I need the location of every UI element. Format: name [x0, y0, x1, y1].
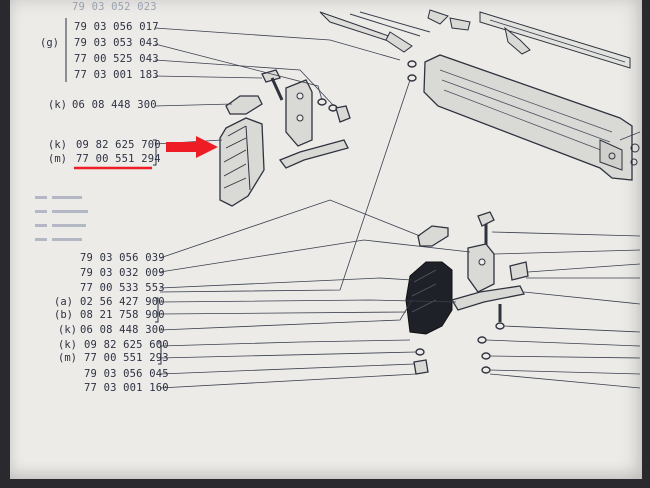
part-number: 79 03 056 039 [80, 252, 165, 264]
part-prefix: (b) [54, 309, 73, 321]
red-arrow-icon [166, 136, 218, 158]
upper-label: (k) 06 08 448 300 [48, 99, 157, 111]
upper-bolt-stack [261, 60, 417, 169]
part-number: 06 08 448 300 [80, 324, 165, 336]
part-number: 09 82 625 600 [84, 339, 169, 351]
part-number-cut: 79 03 052 023 [72, 1, 157, 13]
part-number: 79 03 053 043 [74, 37, 159, 49]
part-prefix: (a) [54, 296, 73, 308]
catalog-page [10, 0, 642, 479]
part-prefix: (m) [48, 153, 67, 165]
part-prefix: (k) [58, 339, 77, 351]
part-number: 77 03 001 183 [74, 69, 159, 81]
part-number: 09 82 625 700 [76, 139, 161, 151]
part-number: 08 21 758 900 [80, 309, 165, 321]
part-number: 77 00 533 553 [80, 282, 165, 294]
leader-lines [154, 27, 641, 389]
faint-background-marks [35, 196, 88, 241]
part-prefix: (m) [58, 352, 77, 364]
part-prefix: (g) [40, 37, 59, 49]
part-prefix: (k) [48, 99, 67, 111]
lower-overrider-assembly [405, 211, 529, 375]
part-number: 79 03 056 045 [84, 368, 169, 380]
upper-overrider-rubber [219, 95, 265, 207]
part-prefix: (k) [58, 324, 77, 336]
bumper-beam [423, 54, 640, 181]
part-number: 79 03 032 009 [80, 267, 165, 279]
top-part-numbers: 79 03 052 023 (g) 79 03 056 017 79 03 05… [40, 1, 159, 82]
part-number: 77 00 551 293 [84, 352, 169, 364]
rear-frame-rails [319, 9, 631, 69]
lower-part-numbers: 79 03 056 039 79 03 032 009 77 00 533 55… [54, 252, 169, 394]
part-number: 77 03 001 160 [84, 382, 169, 394]
part-number: 79 03 056 017 [74, 21, 159, 33]
part-number: 02 56 427 900 [80, 296, 165, 308]
highlighted-part-numbers: (k) 09 82 625 700 (m) 77 00 551 294 [48, 136, 218, 170]
part-number: 06 08 448 300 [72, 99, 157, 111]
part-number: 77 00 551 294 [76, 153, 161, 165]
part-prefix: (k) [48, 139, 67, 151]
part-number: 77 00 525 043 [74, 53, 159, 65]
